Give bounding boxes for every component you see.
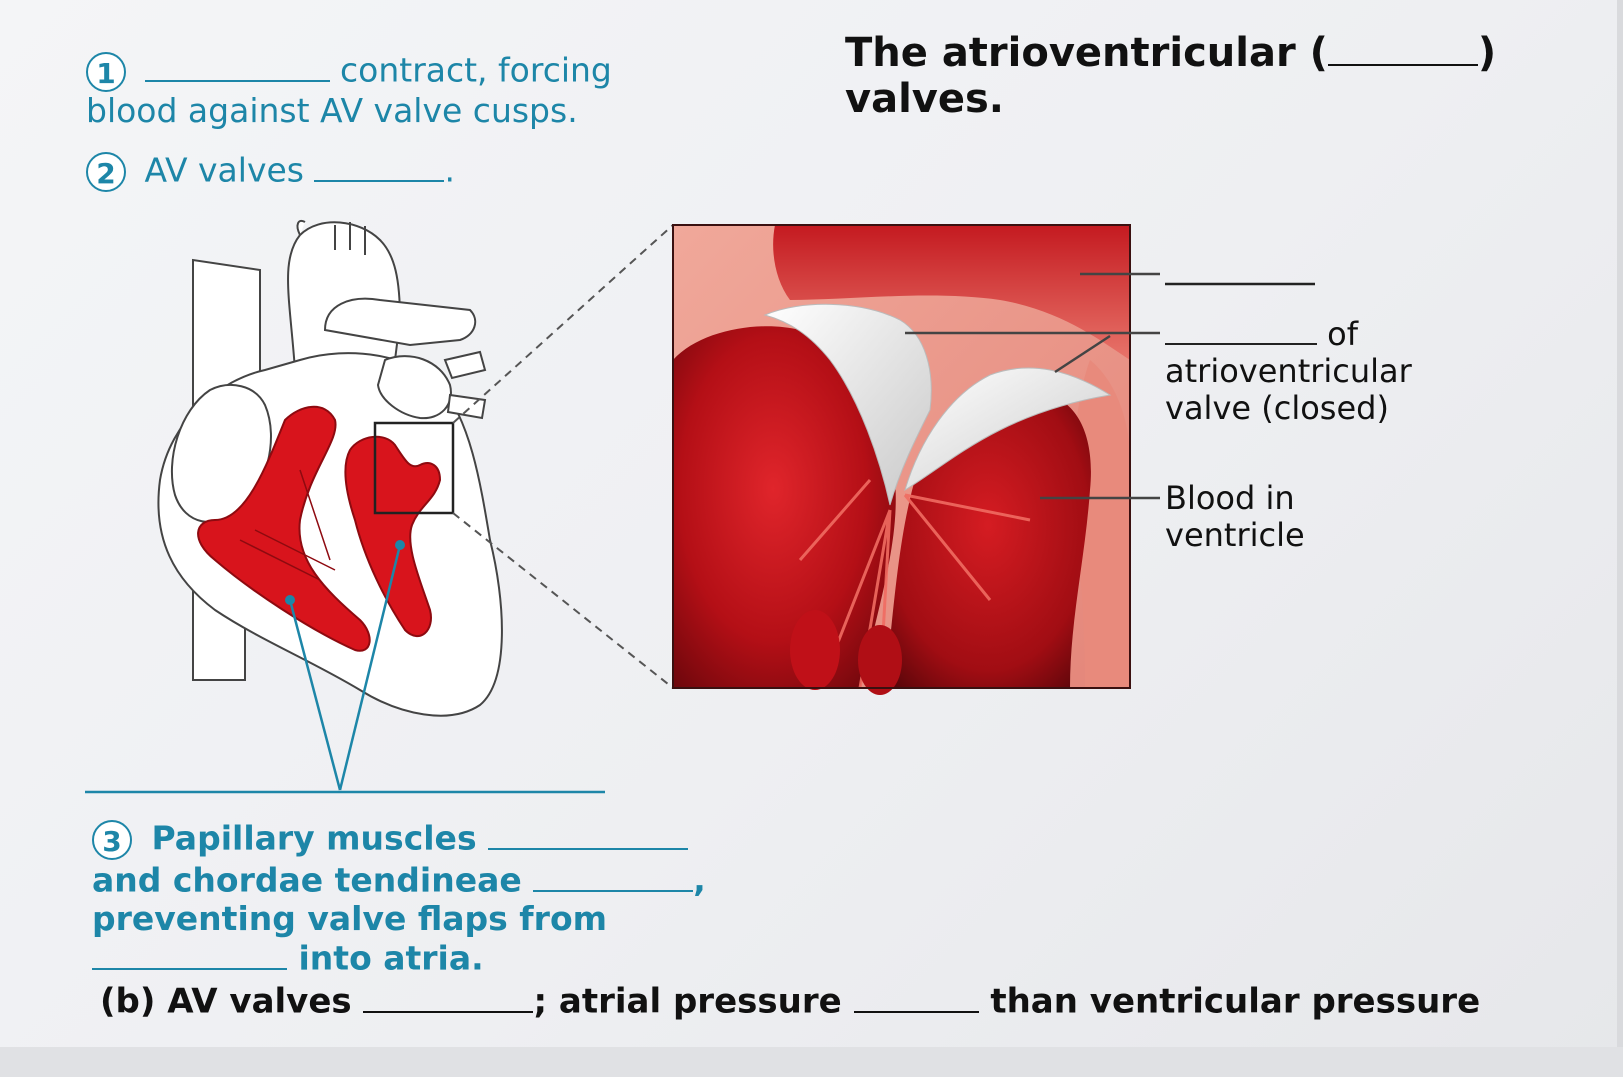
cusp-blank[interactable]	[1165, 314, 1317, 345]
blood-line1: Blood in	[1165, 479, 1295, 517]
step-1-text: 1 contract, forcing blood against AV val…	[86, 50, 612, 130]
title-blank[interactable]	[1327, 28, 1478, 66]
valve-closeup	[672, 224, 1131, 695]
leader-dot-1	[285, 595, 295, 605]
step-2-number: 2	[86, 152, 126, 193]
cusp-left	[763, 303, 932, 506]
step-3-line4: into atria.	[298, 938, 484, 978]
pulmonary-vein-2	[446, 393, 487, 420]
zoom-box	[373, 421, 455, 515]
cusp-right	[904, 367, 1112, 492]
step-2-label: AV valves	[144, 150, 304, 190]
closeup-frame	[672, 224, 1131, 689]
part-b-blank-2[interactable]	[853, 980, 979, 1013]
chordae-closeup	[798, 479, 1031, 689]
title-line1: The atrioventricular (	[845, 30, 1328, 76]
pulmonary-trunk	[323, 297, 477, 347]
blood-line2: ventricle	[1165, 516, 1305, 554]
part-b-suffix: than ventricular pressure	[990, 981, 1481, 1022]
part-b-blank-1[interactable]	[363, 980, 534, 1013]
step-3-blank-2[interactable]	[533, 860, 694, 892]
title: The atrioventricular () valves.	[845, 28, 1496, 122]
aorta-branches	[334, 222, 366, 255]
step-1-line2: blood against AV valve cusps.	[86, 91, 578, 131]
title-close: )	[1477, 30, 1497, 76]
title-line2: valves.	[845, 76, 1004, 122]
aortic-arch	[287, 221, 402, 372]
part-b-mid: ; atrial pressure	[533, 981, 842, 1022]
cusp-line3: valve (closed)	[1165, 388, 1389, 427]
part-b: (b) AV valves ; atrial pressure than ven…	[100, 980, 1480, 1022]
leader-dot-2	[395, 540, 405, 550]
leader-line-2	[338, 544, 402, 791]
blood-left	[673, 326, 896, 688]
step-2-period: .	[444, 150, 455, 190]
step-1-blank[interactable]	[144, 50, 330, 82]
pulmonary-vein-1	[443, 350, 487, 380]
label-cusp: of atrioventricular valve (closed)	[1165, 314, 1412, 427]
step-2-text: 2 AV valves .	[86, 150, 455, 193]
step-3-comma: ,	[693, 860, 706, 900]
step-3-line3: preventing valve flaps from	[92, 898, 607, 938]
cusp-line2: atrioventricular	[1165, 351, 1412, 390]
zoom-dash-bottom	[452, 512, 674, 689]
cusp-of: of	[1327, 314, 1359, 353]
step-1-number: 1	[86, 52, 126, 93]
part-b-prefix: (b) AV valves	[100, 981, 352, 1022]
chordae-lines	[239, 469, 336, 581]
leader-line-1	[288, 599, 342, 791]
papillary-muscle-2	[858, 625, 902, 695]
aorta-branch-1	[296, 219, 306, 236]
papillary-muscle-1	[790, 610, 840, 690]
zoom-dash-top	[452, 224, 674, 424]
page-edge-right	[1617, 0, 1623, 1077]
page-edge-bottom	[0, 1047, 1623, 1077]
step-3-blank-1[interactable]	[488, 818, 689, 850]
step-2-blank[interactable]	[314, 150, 445, 182]
step-3-text: 3 Papillary muscles and chordae tendinea…	[92, 818, 706, 978]
step-1-text-after: contract, forcing	[340, 50, 612, 90]
label-blood: Blood in ventricle	[1165, 480, 1305, 554]
leader-cusp-2	[1054, 334, 1111, 374]
step-3-blank-3[interactable]	[92, 938, 287, 970]
atrium-wall	[773, 225, 1130, 360]
left-ventricle-red	[344, 435, 442, 638]
left-atrium	[376, 355, 452, 420]
step-3-line2: and chordae tendineae	[92, 860, 522, 900]
step-3-line1: Papillary muscles	[151, 818, 477, 858]
right-ventricle-red	[197, 405, 371, 652]
step-3-number: 3	[92, 820, 132, 861]
